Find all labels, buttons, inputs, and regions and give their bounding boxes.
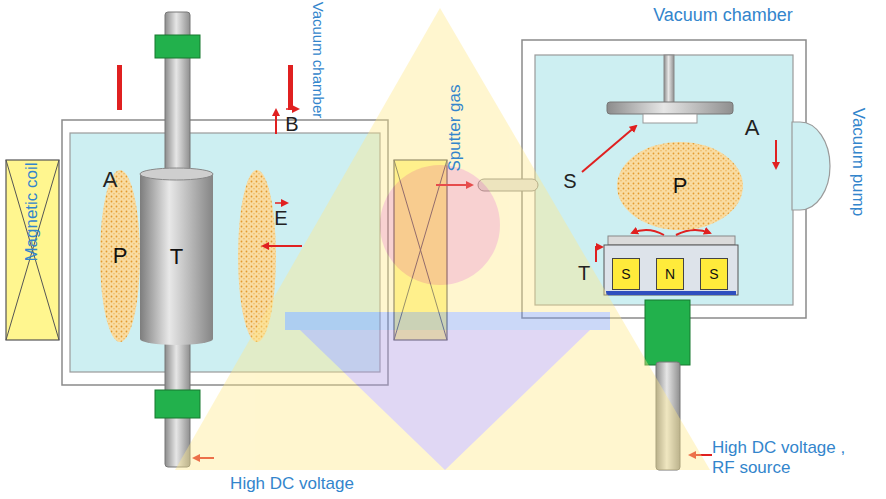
vector-arrow <box>286 108 298 110</box>
gas-port <box>117 65 122 110</box>
magnetic-coil <box>6 160 59 340</box>
part-label: Sputter gas <box>445 85 465 172</box>
node-text: P <box>673 173 688 199</box>
magnet-pole: N <box>656 258 684 290</box>
part-label: Magnetic coil <box>22 162 42 261</box>
part-label: Vacuum chamber <box>309 2 326 118</box>
pointer-arrow <box>596 247 602 262</box>
part-label: High DC voltage <box>230 474 354 494</box>
node-text: P <box>113 243 128 269</box>
holder-rod <box>664 55 674 103</box>
node-text-group: T <box>170 244 183 270</box>
magnetron-base <box>606 291 736 295</box>
field-line <box>676 230 710 235</box>
substrate-holder <box>607 102 733 114</box>
watermark-circle <box>380 165 500 285</box>
callout-letter: A <box>745 115 760 140</box>
part-label: Vacuum chamber <box>653 5 793 26</box>
watermark-triangle <box>175 8 710 470</box>
gas-port <box>288 65 293 110</box>
watermark-band <box>285 312 610 330</box>
watermark <box>175 8 710 470</box>
cylinder-body <box>140 174 213 339</box>
node-text-group: P <box>113 243 128 269</box>
plasma-region: P <box>100 170 140 342</box>
substrate <box>643 114 697 123</box>
field-arrow <box>263 245 302 247</box>
pump-port <box>792 122 830 210</box>
vector-symbol: E <box>274 207 287 230</box>
vector-symbol: B <box>285 113 298 136</box>
magnet-pole: S <box>612 258 640 290</box>
field-line <box>632 230 664 235</box>
part-label: High DC voltage , RF source <box>712 438 870 477</box>
vector-arrow <box>275 202 287 204</box>
plasma-fill <box>617 142 743 230</box>
node-text: T <box>170 244 183 270</box>
insulator <box>645 300 690 365</box>
callout-letter: A <box>103 167 118 192</box>
insulator <box>155 390 200 418</box>
watermark-triangle <box>300 330 590 470</box>
callout-letter: S <box>563 170 576 193</box>
callout-letter: T <box>578 262 590 285</box>
node-text: N <box>665 266 675 282</box>
coil-cross <box>6 160 59 340</box>
pointer-arrow <box>775 140 777 168</box>
node-text: S <box>621 266 630 282</box>
target-plate <box>608 236 735 245</box>
magnetron-body <box>604 245 738 295</box>
node-text: S <box>709 266 718 282</box>
part-label: Vacuum pump <box>848 108 868 216</box>
target-cylinder: T <box>140 168 213 345</box>
node-text-group: P <box>673 173 688 199</box>
plasma-fill <box>100 170 140 342</box>
node-text-group: N <box>665 266 675 282</box>
field-arrow <box>275 110 277 134</box>
plasma-region: P <box>617 142 743 230</box>
cylinder-top <box>140 168 213 180</box>
node-text-group: S <box>709 266 718 282</box>
cylinder-bottom <box>140 333 213 345</box>
magnet-pole: S <box>700 258 728 290</box>
insulator <box>155 35 200 58</box>
node-text-group: S <box>621 266 630 282</box>
